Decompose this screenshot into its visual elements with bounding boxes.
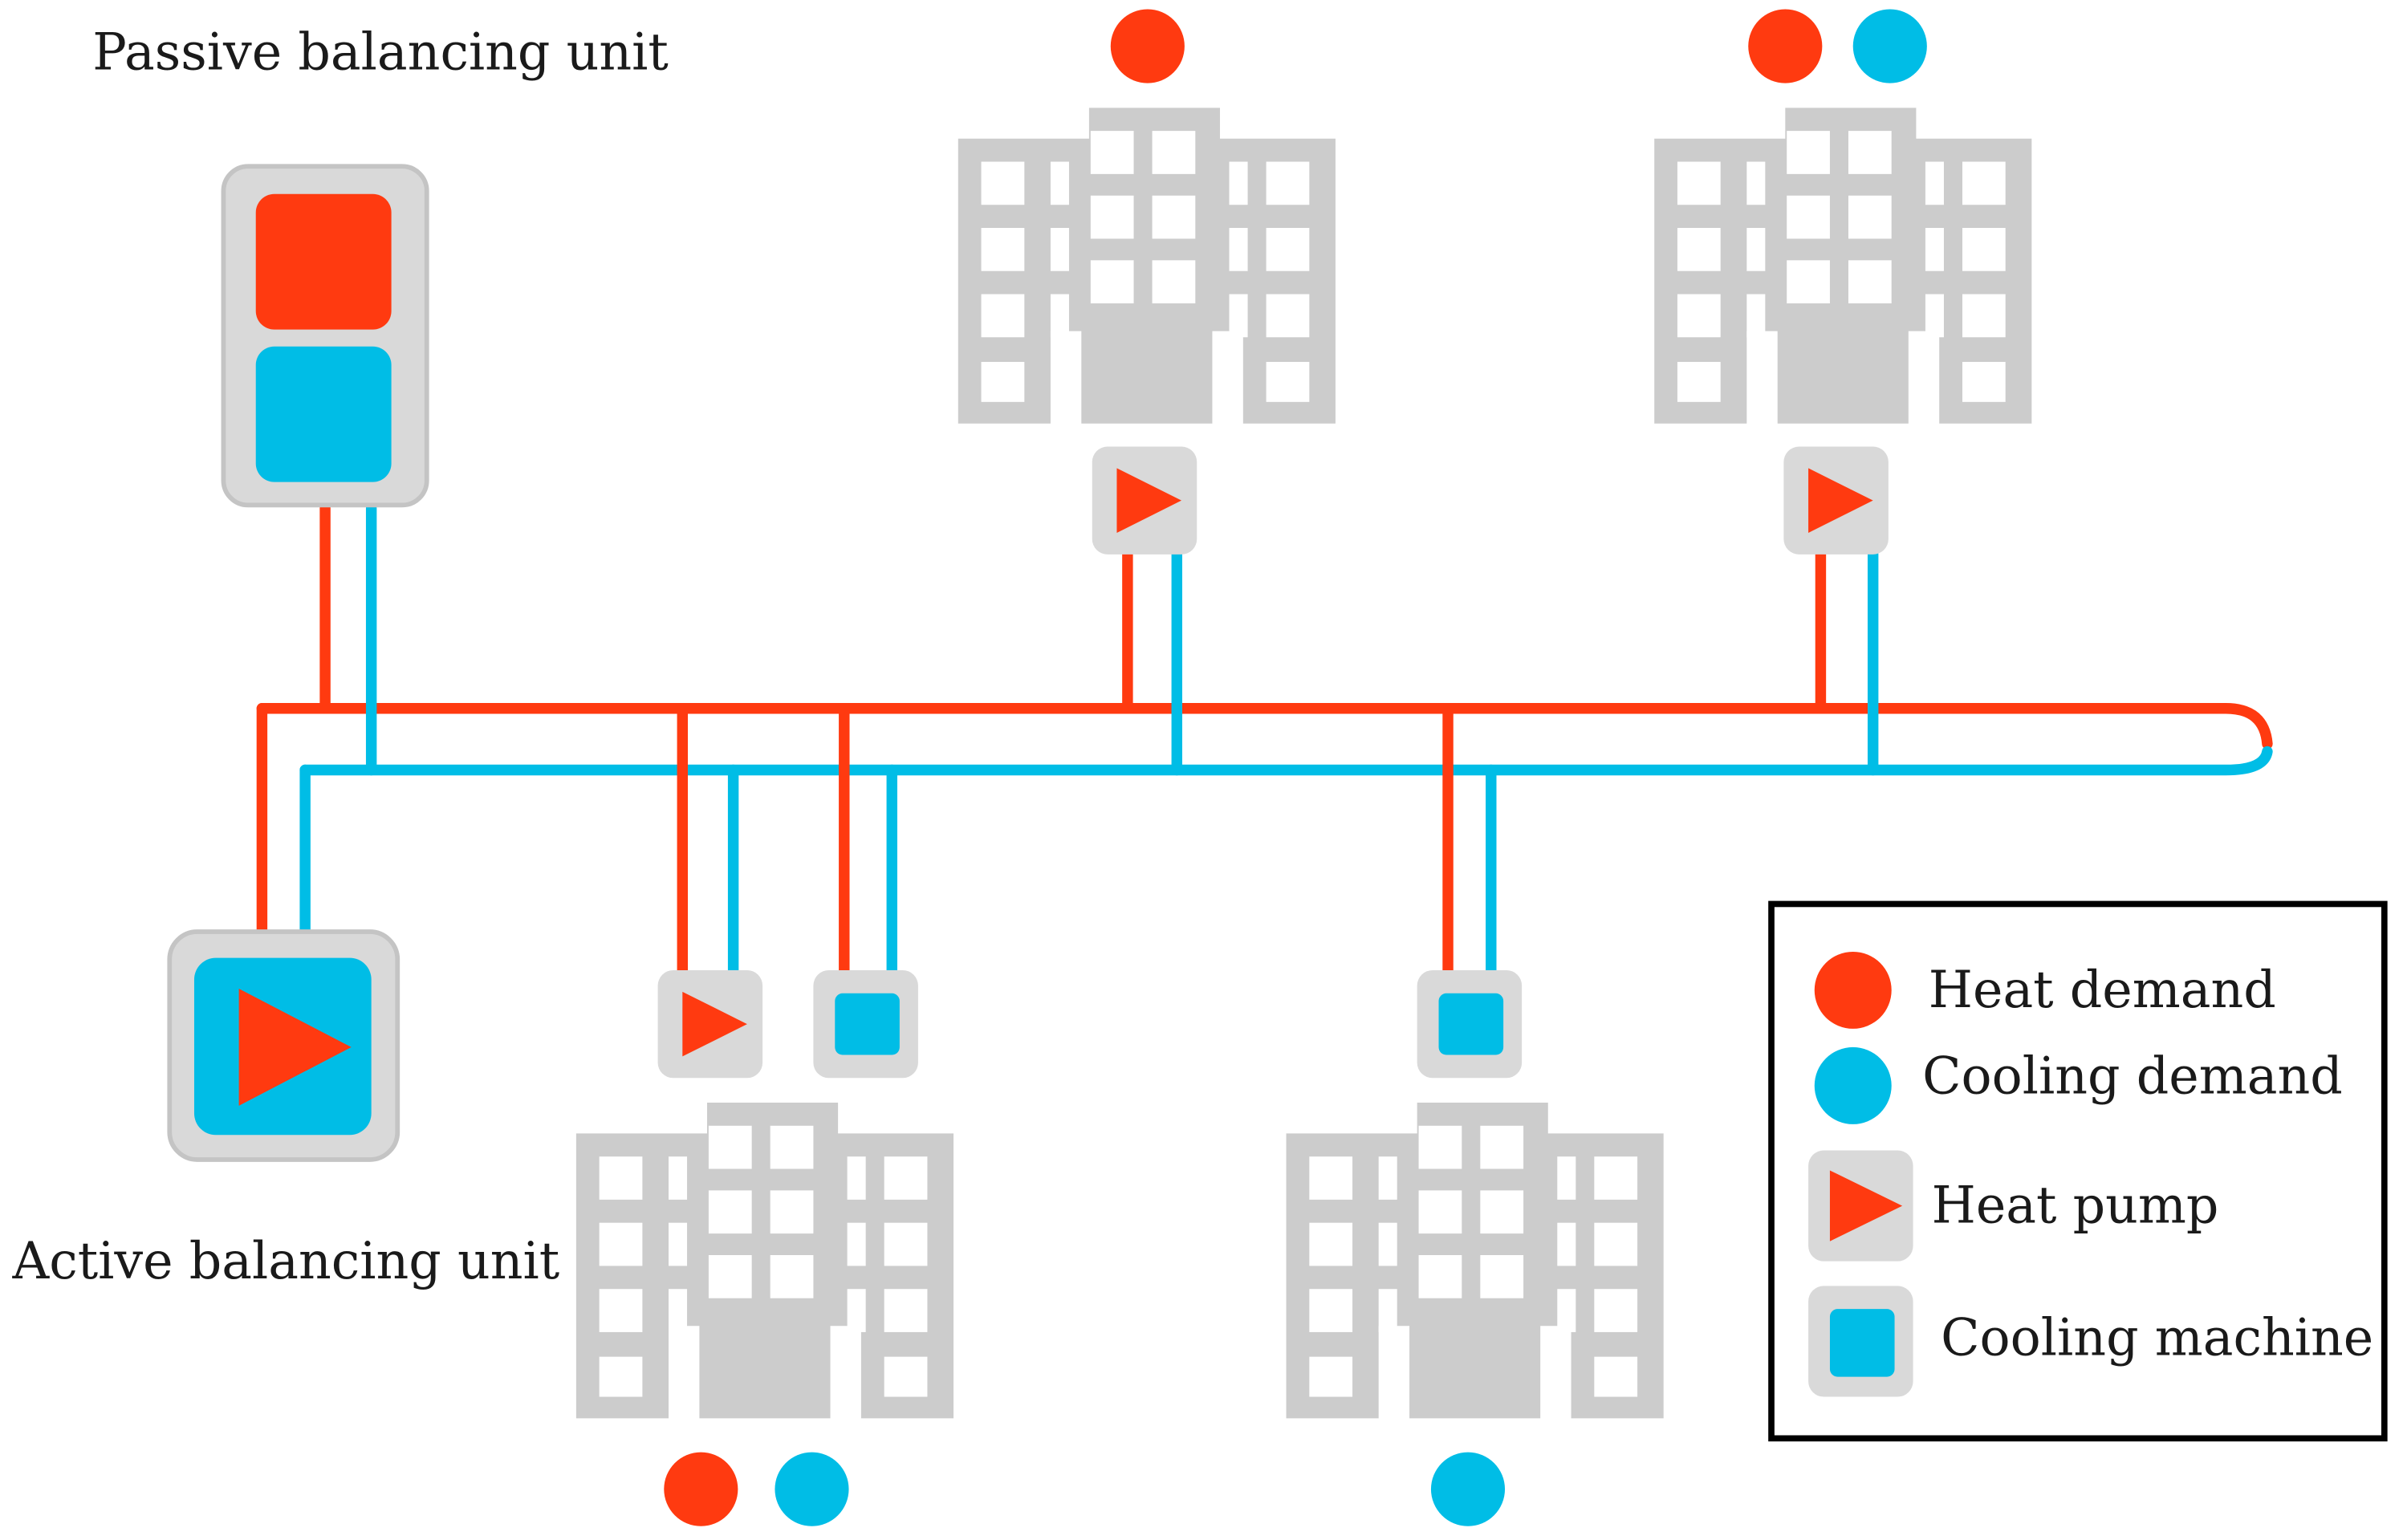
building-icon	[575, 1103, 954, 1419]
legend-cooling-machine-label: Cooling machine	[1941, 1308, 2373, 1367]
heat-demand-icon	[1110, 9, 1185, 83]
heat-pump-icon	[1783, 446, 1889, 555]
passive-balancing-unit	[221, 164, 429, 508]
cooling-machine-icon	[1417, 969, 1523, 1079]
heat-demand-icon	[1748, 9, 1823, 83]
return-main-cold	[299, 746, 2273, 776]
heat-pump-icon	[657, 969, 763, 1079]
active-balancing-unit	[167, 929, 400, 1162]
building-icon	[958, 108, 1336, 424]
building-icon	[1654, 108, 2032, 424]
legend-heat-demand-icon	[1814, 951, 1892, 1029]
legend-cooling-demand-label: Cooling demand	[1922, 1046, 2343, 1105]
legend-cooling-machine-icon	[1808, 1286, 1913, 1397]
legend-heat-pump-icon	[1808, 1150, 1913, 1262]
legend-heat-demand-label: Heat demand	[1929, 960, 2276, 1019]
building-icon	[1286, 1103, 1664, 1419]
active-unit-label: Active balancing unit	[12, 1231, 560, 1290]
supply-main-hot	[256, 703, 2273, 750]
legend-heat-pump-label: Heat pump	[1932, 1176, 2219, 1235]
cooling-demand-icon	[775, 1452, 849, 1526]
legend-cooling-demand-icon	[1814, 1046, 1892, 1124]
cooling-demand-icon	[1430, 1452, 1506, 1526]
legend: Heat demand Cooling demand Heat pump Coo…	[1768, 900, 2388, 1442]
cooling-demand-icon	[1852, 9, 1927, 83]
cooling-machine-icon	[813, 969, 918, 1079]
heat-demand-icon	[664, 1452, 738, 1526]
heat-pump-icon	[1092, 446, 1197, 555]
passive-unit-label: Passive balancing unit	[92, 22, 669, 81]
